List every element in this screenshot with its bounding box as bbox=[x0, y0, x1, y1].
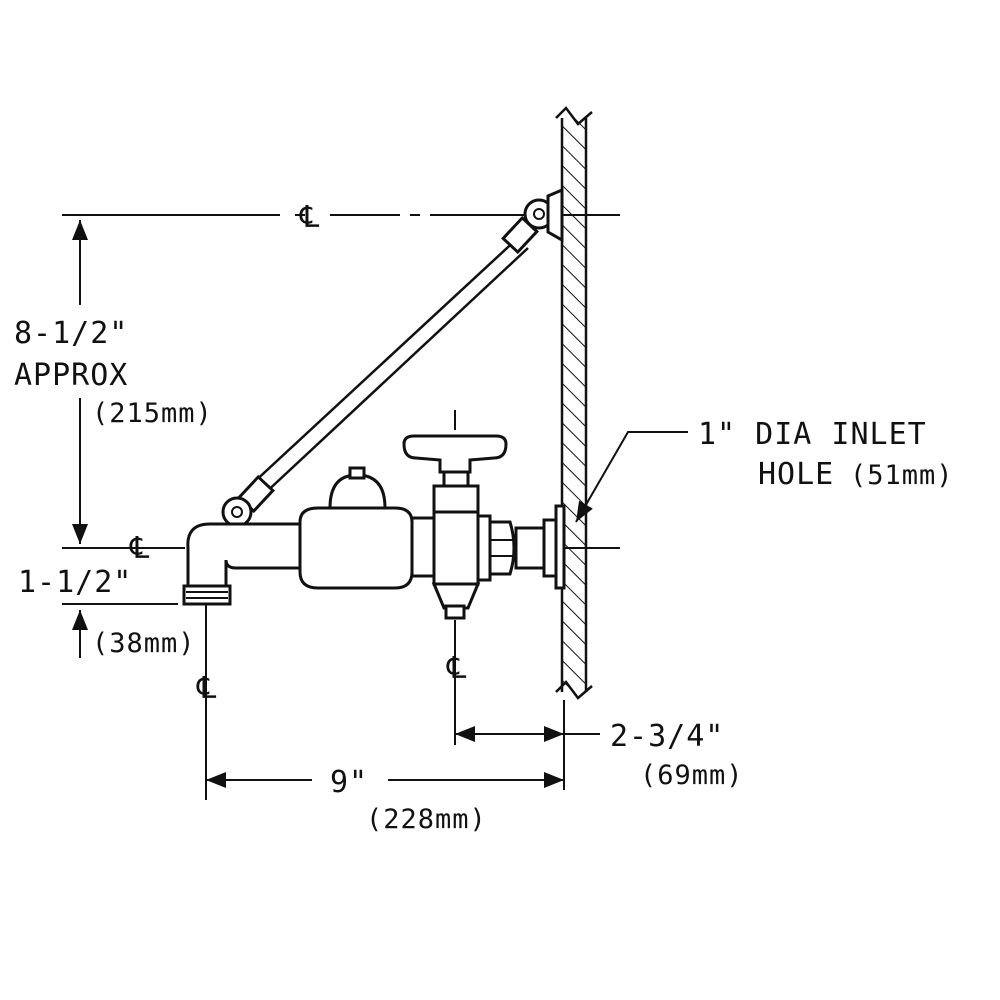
wall-break-top bbox=[555, 106, 593, 126]
projection-value: 9" bbox=[330, 765, 368, 800]
spout-drop-value: 1-1/2" bbox=[18, 565, 132, 600]
wall-break-bottom bbox=[555, 680, 593, 700]
spout-nozzle bbox=[182, 584, 232, 606]
valve-offset-value: 2-3/4" bbox=[610, 719, 724, 754]
wall-flange-plate bbox=[554, 504, 566, 590]
union-nut bbox=[488, 520, 516, 576]
brace-pivot-lower bbox=[221, 496, 253, 528]
centerline-symbol-valve: ℄ bbox=[446, 651, 467, 686]
spout-drop-metric: (38mm) bbox=[92, 628, 196, 659]
height-note: APPROX bbox=[14, 358, 128, 393]
wall-bracket bbox=[546, 187, 564, 243]
dim-spout-drop bbox=[62, 603, 178, 658]
valve-offset-metric: (69mm) bbox=[640, 760, 744, 791]
projection-metric: (228mm) bbox=[366, 804, 487, 835]
height-value: 8-1/2" bbox=[14, 316, 128, 351]
vacuum-breaker-body bbox=[298, 506, 414, 590]
valve-coupling bbox=[410, 516, 436, 578]
inlet-callout bbox=[575, 431, 688, 523]
valve-bottom-nut bbox=[444, 604, 466, 620]
union-collar bbox=[476, 514, 492, 582]
centerline-symbol-lower: ℄ bbox=[129, 531, 150, 566]
faucet-body bbox=[182, 434, 566, 620]
valve-bottom bbox=[431, 582, 481, 610]
inlet-pipe bbox=[514, 526, 546, 570]
valve-bonnet bbox=[432, 484, 480, 514]
brace-rod bbox=[221, 187, 564, 528]
vacuum-breaker-knob bbox=[348, 466, 366, 480]
spout-pipe bbox=[186, 522, 302, 590]
t-handle bbox=[402, 434, 508, 474]
inlet-metric: (51mm) bbox=[850, 460, 954, 491]
centerline-symbol-upper: ℄ bbox=[299, 200, 320, 235]
vacuum-breaker-cap bbox=[328, 473, 387, 510]
inlet-label-line2: HOLE bbox=[758, 457, 834, 492]
centerline-symbol-spout: ℄ bbox=[196, 671, 217, 706]
inlet-label-line1: 1" DIA INLET bbox=[698, 417, 927, 452]
valve-body bbox=[432, 510, 480, 586]
height-metric: (215mm) bbox=[92, 398, 213, 429]
